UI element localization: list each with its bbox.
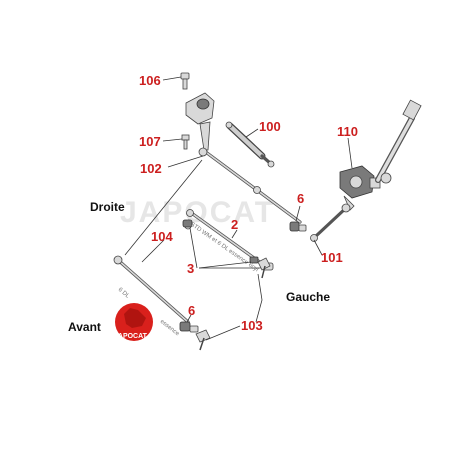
leader-104 bbox=[141, 239, 165, 263]
leader-6-upper bbox=[295, 205, 301, 222]
leader-103-b bbox=[205, 325, 241, 341]
tie-rod-104 bbox=[113, 255, 190, 324]
part-number-100: 100 bbox=[259, 119, 281, 134]
japocat-logo: JAPOCAT bbox=[114, 303, 153, 341]
leader-3-a bbox=[189, 227, 198, 269]
leader-107 bbox=[162, 138, 183, 142]
part-number-2: 2 bbox=[231, 217, 238, 232]
idler-arm-bracket bbox=[185, 92, 215, 151]
part-number-103: 103 bbox=[241, 318, 263, 333]
part-number-101: 101 bbox=[321, 250, 343, 265]
steering-damper-100 bbox=[225, 121, 275, 168]
part-number-110: 110 bbox=[337, 124, 358, 139]
leader-103-a bbox=[255, 273, 263, 323]
leader-3-b bbox=[198, 261, 252, 269]
boot-6-lower bbox=[179, 321, 199, 333]
leader-102 bbox=[167, 155, 204, 168]
leader-101 bbox=[313, 239, 323, 256]
part-number-102: 102 bbox=[140, 161, 162, 176]
part-number-3: 3 bbox=[187, 261, 194, 276]
part-number-107: 107 bbox=[139, 134, 161, 149]
part-number-106: 106 bbox=[139, 73, 161, 88]
label-gauche: Gauche bbox=[286, 290, 330, 304]
leader-6-lower bbox=[186, 314, 192, 323]
tie-rod-end-103-right bbox=[257, 257, 271, 279]
label-droite: Droite bbox=[90, 200, 125, 214]
bolt-106 bbox=[180, 72, 190, 90]
steering-box-110 bbox=[339, 99, 422, 211]
leader-2 bbox=[231, 229, 238, 239]
relay-rod-102 bbox=[198, 147, 302, 224]
part-number-104: 104 bbox=[151, 229, 173, 244]
small-note-2: essence bbox=[159, 319, 181, 338]
leader-106 bbox=[162, 76, 182, 81]
bolt-107 bbox=[181, 134, 190, 150]
boot-6-upper bbox=[289, 221, 307, 232]
part-number-6-upper: 6 bbox=[297, 191, 304, 206]
label-avant: Avant bbox=[68, 320, 101, 334]
pitman-arm-101 bbox=[310, 203, 351, 242]
part-number-6-lower: 6 bbox=[188, 303, 195, 318]
tie-rod-end-3-right bbox=[249, 256, 259, 264]
small-note: 6 DL bbox=[117, 287, 131, 300]
logo-cat-icon bbox=[124, 308, 146, 328]
logo-text: JAPOCAT bbox=[114, 333, 148, 340]
tie-rod-end-103-left bbox=[195, 329, 211, 351]
leader-104-long bbox=[124, 159, 203, 256]
leader-110 bbox=[347, 137, 353, 169]
leader-100 bbox=[245, 128, 259, 138]
tie-rod-end-3-left bbox=[182, 219, 193, 228]
watermark-text: JAPOCAT bbox=[120, 196, 275, 229]
